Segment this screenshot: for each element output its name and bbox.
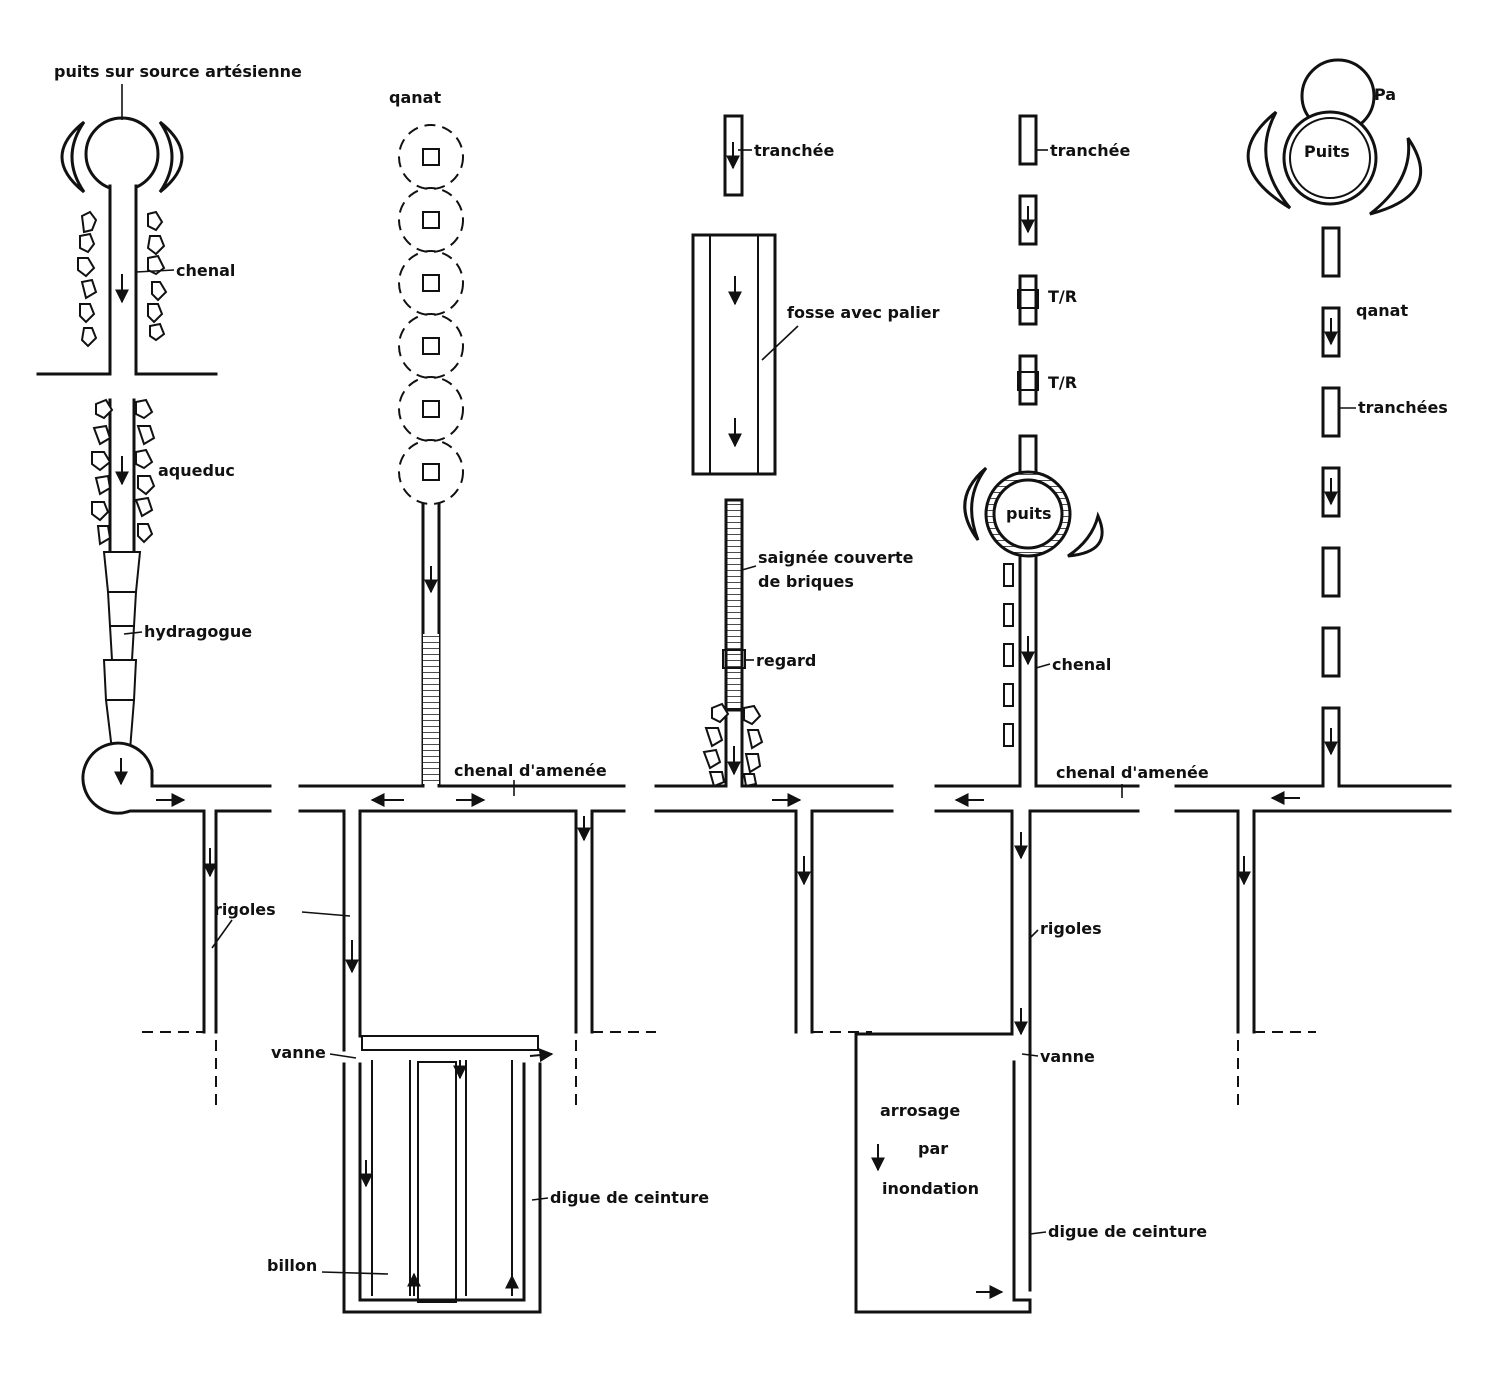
label-chenal-amenee-1: chenal d'amenée bbox=[454, 761, 607, 780]
system-well-flooding: tranchée T/R T/R puits chenal bbox=[854, 114, 1209, 1314]
label-tr-2: T/R bbox=[1048, 373, 1077, 392]
rock-lining-saignee bbox=[702, 702, 764, 788]
billon-field bbox=[342, 1035, 554, 1314]
label-arrosage-1: arrosage bbox=[880, 1101, 960, 1120]
distribution-basin bbox=[81, 741, 154, 815]
side-rectangles bbox=[1003, 563, 1014, 747]
puits-big-circle bbox=[1282, 110, 1378, 206]
label-aqueduc: aqueduc bbox=[158, 461, 235, 480]
system-artesian-well: puits sur source artésienne chenal aqued… bbox=[36, 62, 302, 1112]
label-puits-source: puits sur source artésienne bbox=[54, 62, 302, 81]
tranchee-rect-2 bbox=[1018, 114, 1038, 166]
rock-lining-aqueduc bbox=[91, 398, 156, 546]
label-rigoles-2: rigoles bbox=[1040, 919, 1102, 938]
system-qanat-field: qanat chenal d'amenée bbox=[267, 88, 709, 1314]
label-pa: Pa bbox=[1374, 85, 1396, 104]
label-chenal-1: chenal bbox=[176, 261, 235, 280]
label-vanne-1: vanne bbox=[271, 1043, 326, 1062]
label-puits-big: Puits bbox=[1304, 142, 1350, 161]
spoil-crescent-left bbox=[60, 120, 86, 194]
label-tranchee-2: tranchée bbox=[1050, 141, 1130, 160]
label-fosse: fosse avec palier bbox=[787, 303, 940, 322]
artesian-well-circle bbox=[84, 116, 160, 192]
label-qanat-2: qanat bbox=[1356, 301, 1408, 320]
regard-box bbox=[722, 649, 746, 669]
label-puits-small: puits bbox=[1006, 504, 1052, 523]
label-vanne-2: vanne bbox=[1040, 1047, 1095, 1066]
hydragogue-segments bbox=[102, 551, 142, 751]
label-saignee-1: saignée couverte bbox=[758, 548, 914, 567]
label-tranchees: tranchées bbox=[1358, 398, 1448, 417]
system-trench-fosse: tranchée fosse avec palier saignée couve… bbox=[654, 114, 940, 1034]
label-digue-2: digue de ceinture bbox=[1048, 1222, 1207, 1241]
label-tr-1: T/R bbox=[1048, 287, 1077, 306]
label-chenal-2: chenal bbox=[1052, 655, 1111, 674]
system-puits-qanat: Pa Puits qanat tranchées bbox=[1174, 58, 1452, 1112]
qanat-shafts bbox=[398, 124, 464, 505]
label-qanat-1: qanat bbox=[389, 88, 441, 107]
label-arrosage-2: par bbox=[918, 1139, 948, 1158]
label-saignee-2: de briques bbox=[758, 572, 854, 591]
saignee-couverte bbox=[724, 498, 744, 712]
label-billon: billon bbox=[267, 1256, 317, 1275]
label-arrosage-3: inondation bbox=[882, 1179, 979, 1198]
label-chenal-amenee-2: chenal d'amenée bbox=[1056, 763, 1209, 782]
label-hydragogue: hydragogue bbox=[144, 622, 252, 641]
brick-lining bbox=[423, 634, 439, 784]
rock-lining-chenal bbox=[77, 210, 168, 348]
label-digue-1: digue de ceinture bbox=[550, 1188, 709, 1207]
spoil-crescent-right bbox=[158, 120, 184, 194]
label-rigoles-1: rigoles bbox=[214, 900, 276, 919]
label-regard: regard bbox=[756, 651, 816, 670]
label-tranchee-1: tranchée bbox=[754, 141, 834, 160]
